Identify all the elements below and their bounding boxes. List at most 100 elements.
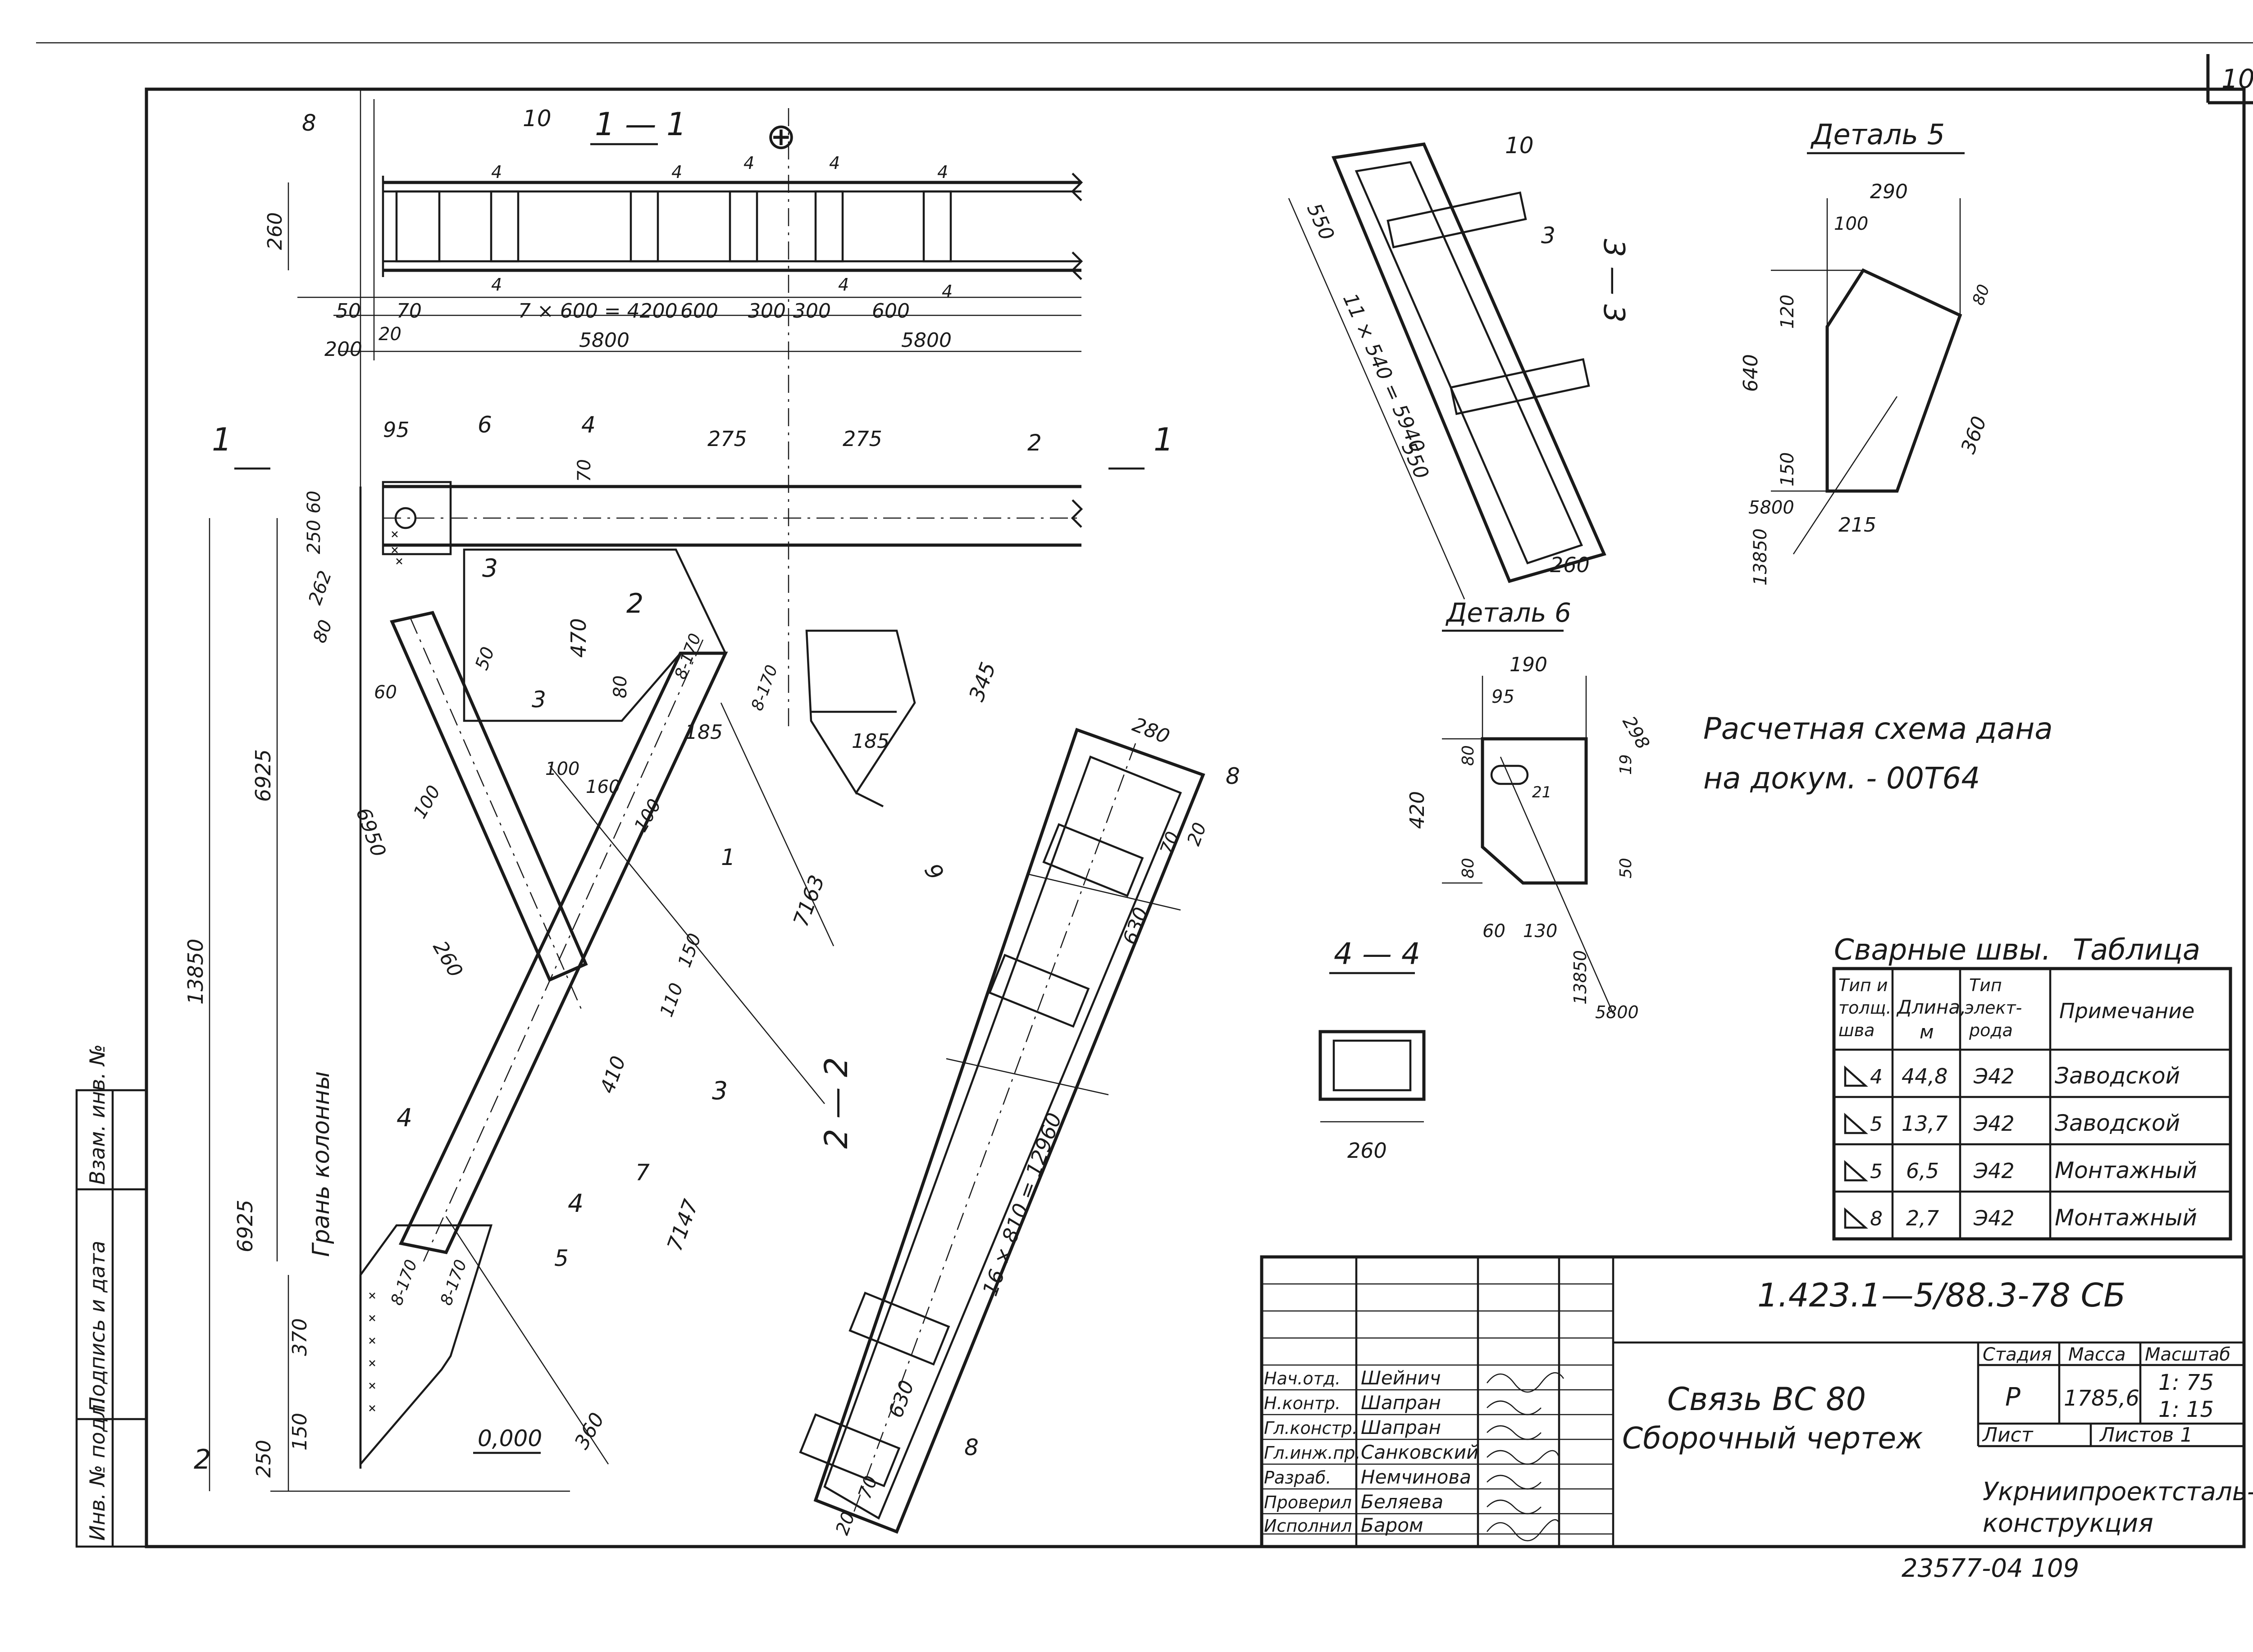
stage-value: Р — [2005, 1383, 2020, 1412]
callout-6: 6 — [478, 412, 492, 438]
dim-80-gusset: 80 — [610, 675, 631, 698]
th-electrode-3: рода — [1969, 1020, 2013, 1040]
sect-mark-4b: 4 — [568, 1189, 584, 1218]
dim-20-r: 20 — [1183, 820, 1211, 849]
callout-9: 9 — [919, 859, 949, 885]
weld-length: 6,5 — [1906, 1159, 1939, 1183]
d6-dim-298: 298 — [1618, 713, 1653, 753]
dim-275b: 275 — [843, 427, 882, 451]
drawing-title-2: Сборочный чертеж — [1622, 1421, 1923, 1456]
detail-5-plate — [1771, 198, 1962, 555]
d6-dim-21: 21 — [1532, 783, 1551, 801]
note-line-1: Расчетная схема дана — [1703, 711, 2053, 746]
stiff-4b: 4 — [671, 162, 682, 182]
dim-95: 95 — [383, 418, 410, 442]
d6-dim-5800: 5800 — [1595, 1002, 1639, 1022]
callout-3-33: 3 — [1541, 223, 1555, 249]
scale-label: Масштаб — [2145, 1344, 2230, 1365]
footer-code: 23577-04 109 — [1902, 1554, 2079, 1583]
th-type-3: шва — [1838, 1020, 1874, 1040]
role-name: Санковский — [1361, 1441, 1478, 1463]
dim-185b: 185 — [852, 730, 889, 753]
dim-470: 470 — [566, 618, 591, 658]
scale-value-1: 1: 75 — [2158, 1370, 2214, 1395]
role-name: Беляева — [1361, 1491, 1443, 1513]
strip-label-sign: Подпись и дата — [85, 1241, 109, 1412]
sheets-label: Листов 1 — [2099, 1424, 2193, 1447]
d5-dim-290: 290 — [1870, 180, 1908, 203]
dim-50b: 50 — [471, 644, 499, 673]
d5-dim-5800: 5800 — [1748, 497, 1794, 518]
dim-110: 110 — [656, 980, 687, 1019]
callout-10-33: 10 — [1505, 132, 1534, 159]
callout-2: 2 — [1027, 430, 1042, 456]
dim-410: 410 — [596, 1053, 630, 1096]
callout-10-top: 10 — [523, 105, 552, 132]
bolt-note-4: 8-170 — [437, 1257, 470, 1308]
sect-mark-2b: 2 — [194, 1444, 211, 1475]
dim-7x600: 7 × 600 = 4200 — [518, 300, 678, 323]
dim-80-left: 80 — [309, 617, 337, 646]
elevation-zero: 0,000 — [478, 1425, 542, 1452]
role-label: Гл.констр. — [1264, 1418, 1358, 1438]
left-stamp-strip: Инв. № подл. Подпись и дата Взам. инв. № — [75, 1044, 148, 1548]
drawing-title-1: Связь ВС 80 — [1667, 1381, 1866, 1418]
section-4-4-title: 4 — 4 — [1334, 937, 1420, 971]
dim-250-bottom: 250 — [252, 1440, 275, 1478]
d6-dim-80-top: 80 — [1459, 745, 1478, 766]
role-label: Н.контр. — [1264, 1393, 1341, 1413]
section-4-4-view — [1318, 1030, 1426, 1123]
stiff-4f: 4 — [491, 275, 502, 295]
sheet-label: Лист — [1982, 1424, 2034, 1447]
role-name: Шейнич — [1361, 1367, 1441, 1389]
dim-7163: 7163 — [789, 872, 830, 929]
d6-dim-190: 190 — [1510, 653, 1547, 676]
section-3-3-title: 3 — 3 — [1597, 239, 1630, 323]
d6-dim-13850: 13850 — [1570, 950, 1590, 1005]
dim-70-lower: 70 — [854, 1473, 882, 1502]
d6-dim-80-bottom: 80 — [1459, 858, 1478, 878]
weld-length: 2,7 — [1906, 1206, 1939, 1230]
dim-250-top: 250 — [304, 520, 324, 554]
main-elevation-view — [209, 467, 1145, 1492]
role-label: Нач.отд. — [1264, 1369, 1341, 1388]
weld-electrode: Э42 — [1973, 1111, 2015, 1136]
page-number: 108 — [2221, 64, 2253, 94]
d5-dim-13850: 13850 — [1750, 528, 1771, 586]
section-2-2-title: 2 — 2 — [818, 1057, 855, 1149]
dim-6925-lower: 6925 — [233, 1200, 257, 1252]
dim-70-top: 70 — [574, 459, 595, 482]
dim-70: 70 — [397, 300, 422, 323]
callout-8-top: 8 — [302, 110, 316, 136]
dim-60: 60 — [304, 491, 324, 514]
th-length-1: Длина, — [1896, 996, 1966, 1018]
dim-6950: 6950 — [351, 805, 390, 860]
dim-600a: 600 — [680, 300, 718, 323]
callout-3: 3 — [532, 687, 546, 713]
stage-label: Стадия — [1983, 1344, 2052, 1365]
strip-label-inv: Инв. № подл. — [85, 1398, 109, 1541]
d5-dim-120: 120 — [1777, 295, 1798, 329]
strip-label-replace: Взам. инв. № — [85, 1044, 109, 1185]
dim-13850: 13850 — [183, 939, 208, 1005]
d5-dim-215: 215 — [1838, 514, 1876, 537]
th-length-2: м — [1920, 1021, 1934, 1043]
sect-mark-2: 2 — [626, 588, 643, 619]
dim-7147: 7147 — [662, 1196, 703, 1254]
weld-electrode: Э42 — [1973, 1159, 2015, 1183]
dim-260-44: 260 — [1347, 1138, 1387, 1163]
weld-note: Монтажный — [2055, 1157, 2197, 1183]
stiff-4e: 4 — [937, 162, 948, 182]
role-label: Исполнил — [1264, 1516, 1352, 1536]
dim-5800b: 5800 — [901, 329, 952, 352]
bolt-note-3: 8-170 — [388, 1257, 421, 1308]
dim-630-lower: 630 — [884, 1377, 919, 1420]
d5-dim-640: 640 — [1739, 354, 1762, 392]
sect-mark-1-right: 1 — [1154, 421, 1174, 458]
role-label: Разраб. — [1264, 1468, 1331, 1488]
weld-length: 44,8 — [1902, 1064, 1947, 1088]
th-type-1: Тип и — [1838, 975, 1888, 995]
stiff-4a: 4 — [491, 162, 502, 182]
role-name: Шапран — [1361, 1392, 1441, 1414]
